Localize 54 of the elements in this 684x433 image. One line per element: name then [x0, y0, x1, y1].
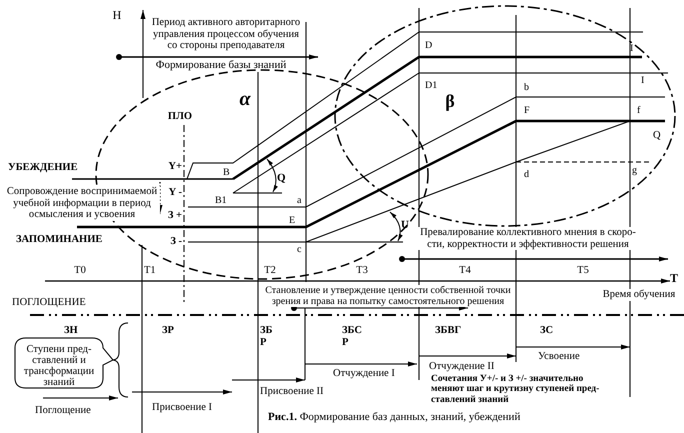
level-label: З + — [168, 210, 182, 222]
point-label: D — [425, 40, 432, 51]
axis-label: H — [112, 9, 122, 22]
stage-label: ЗС — [540, 325, 554, 337]
point-label: a — [297, 195, 302, 206]
level-label: З - — [170, 236, 182, 248]
interval-label: T4 — [459, 265, 471, 277]
interval-label: T2 — [264, 265, 276, 277]
angle-label: Q — [277, 172, 286, 184]
line-label: ПЛО — [168, 111, 192, 123]
point-label: E — [289, 215, 296, 226]
stage-label: ЗБВГ — [435, 325, 462, 337]
period-caption: Период активного авторитарного управления процессом обучения со стороны преподавателя — [150, 17, 302, 52]
point-label: I — [630, 43, 634, 54]
figure-caption: Рис.1. Формирование баз данных, знаний, убеждений — [268, 411, 520, 424]
step-label: Отчуждение I — [333, 368, 395, 380]
point-label: D1 — [425, 80, 438, 91]
note-text: Сочетания У+/- и З +/- значительно меняют шаг и крутизну ступеней пред-ставлений знаний — [431, 374, 600, 406]
stage-label: ЗН — [64, 325, 78, 337]
interval-label: T1 — [144, 265, 156, 277]
stage-label: ЗБ Р — [260, 325, 274, 348]
point-label: f — [637, 105, 640, 116]
step-label: Усвоение — [538, 351, 580, 363]
stage-label: ЗБС Р — [342, 325, 363, 348]
step-label: Поглощение — [35, 405, 91, 417]
annotation-text: Сопровождение воспринимаемой учебной информации в период осмысления и усвоения — [4, 186, 160, 221]
level-heading: ПОГЛОЩЕНИЕ — [12, 297, 86, 309]
interval-label: T0 — [74, 265, 86, 277]
arrow-caption: Формирование базы знаний — [156, 59, 286, 72]
point-label: B — [223, 167, 230, 178]
level-heading: УБЕЖДЕНИЕ — [8, 162, 78, 174]
point-label: B1 — [215, 195, 227, 206]
region-label: α — [239, 88, 251, 110]
region-label: β — [445, 92, 455, 112]
point-label: d — [524, 169, 529, 180]
step-label: Присвоение II — [260, 386, 324, 398]
level-heading: ЗАПОМИНАНИЕ — [16, 234, 102, 246]
interval-label: T3 — [356, 265, 368, 277]
point-label: F — [524, 105, 530, 116]
step-label: Присвоение I — [152, 402, 212, 414]
level-label: Y+ — [168, 161, 182, 173]
stage-label: ЗР — [162, 325, 174, 337]
point-label: g — [632, 165, 637, 176]
axis-label: T — [670, 272, 678, 286]
bubble-text: Ступени пред-ставлений и трансформации знаний — [22, 344, 96, 388]
speech-bubble — [14, 336, 115, 390]
interval-label: T5 — [577, 265, 589, 277]
point-label: b — [524, 82, 529, 93]
point-label: Q — [653, 130, 661, 142]
point-label: I — [641, 75, 644, 86]
step-label: Отчуждение II — [429, 361, 494, 373]
axis-caption: Время обучения — [602, 289, 676, 301]
level-label: Y - — [168, 187, 182, 199]
point-label: c — [297, 244, 302, 255]
